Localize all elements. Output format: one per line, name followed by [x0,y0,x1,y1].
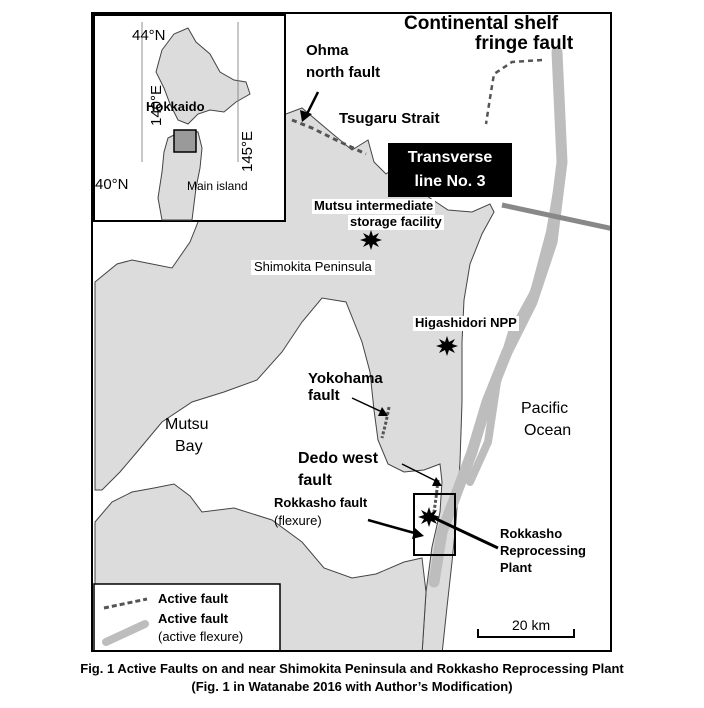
inset-lat-40: 40°N [95,176,129,193]
reprocessing-label-3: Plant [500,560,532,575]
yokohama-fault-line [380,406,391,439]
legend-flexure-label-2: (active flexure) [158,629,244,644]
fringe-fault-label: fringe fault [475,33,574,54]
legend-active-fault-symbol [103,597,148,610]
yokohama-arrow [351,397,383,413]
yokohama-label-1: Yokohama [308,370,383,387]
ohma-arrow [304,91,320,117]
rokkasho-fault-arrow [367,518,419,536]
rokkasho-fault-label-2: (flexure) [274,513,322,528]
legend-box [93,583,281,650]
mutsu-bay-label-1: Mutsu [165,416,209,433]
mutsu-storage-label-2: storage facility [348,214,444,230]
inset-lat-44: 44°N [132,27,166,44]
shimokita-label: Shimokita Peninsula [251,259,375,275]
reprocessing-plant-marker [418,507,440,527]
transverse-label-2: line No. 3 [414,173,486,190]
transverse-label-box: Transverse line No. 3 [388,143,512,197]
inset-study-area-box [173,129,197,153]
pacific-label-1: Pacific [521,400,569,417]
dedo-arrowhead [432,477,442,486]
legend-active-fault-label: Active fault [158,591,229,606]
transverse-line [501,202,610,231]
inset-lon-145: 145°E [239,130,256,172]
legend-flexure-symbol [102,620,149,646]
map-frame: 44°N Hokkaido 140°E 145°E 40°N Main isla… [91,12,612,652]
dedo-arrow [401,463,439,483]
caption-line-2: (Fig. 1 in Watanabe 2016 with Author’s M… [191,679,513,694]
mutsu-storage-marker [360,230,382,250]
rokkasho-site-box [413,493,456,556]
inset-lon-140: 140°E [148,84,165,126]
transverse-label-1: Transverse [407,149,493,166]
scale-bar [477,629,575,638]
continental-shelf-flexure-inner [466,158,566,486]
map-canvas [93,14,610,650]
tsugaru-strait-label: Tsugaru Strait [339,110,440,127]
legend-flexure-label-1: Active fault [158,611,229,626]
ohma-label-2: north fault [306,64,381,81]
scale-label: 20 km [512,617,551,633]
ohma-label-1: Ohma [306,42,349,59]
higashidori-label: Higashidori NPP [413,315,519,331]
reprocessing-leader-line [431,515,499,550]
pacific-label-2: Ocean [524,422,572,439]
inset-hokkaido-shape [155,27,251,125]
inset-main-island-label: Main island [187,179,248,193]
ohma-arrowhead [300,110,312,122]
yokohama-label-2: fault [308,387,340,404]
yokohama-arrowhead [378,407,388,416]
reprocessing-label-2: Reprocessing [500,543,586,558]
continental-shelf-label: Continental shelf [404,13,559,34]
continental-shelf-dashed-fault [484,58,543,125]
dedo-label-2: fault [298,472,332,489]
mutsu-storage-label-1: Mutsu intermediate [312,198,436,214]
higashidori-marker [436,336,458,356]
caption-line-1: Fig. 1 Active Faults on and near Shimoki… [80,661,624,676]
reprocessing-label-1: Rokkasho [500,526,563,541]
dedo-label-1: Dedo west [298,450,379,467]
rokkasho-fault-arrowhead [412,528,424,539]
inset-hokkaido-label: Hokkaido [146,99,205,114]
ohma-north-fault-line [291,118,367,156]
mutsu-bay-label-2: Bay [175,438,203,455]
rokkasho-fault-label-1: Rokkasho fault [274,495,368,510]
